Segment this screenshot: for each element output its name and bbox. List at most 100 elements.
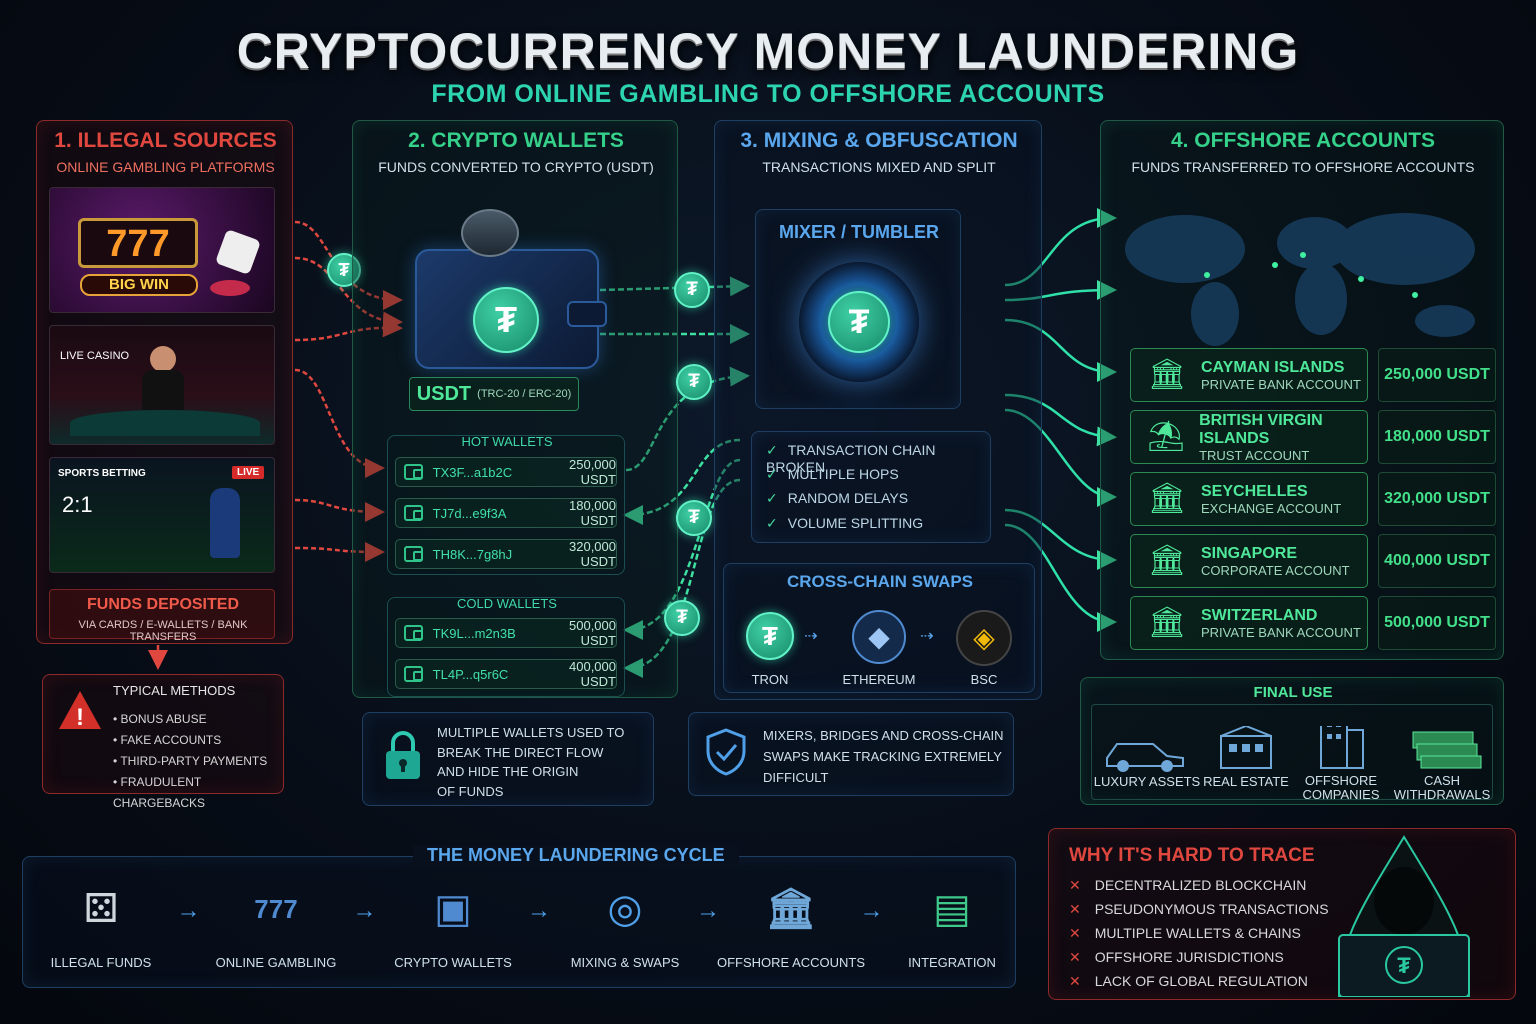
mixer-title: MIXER / TUMBLER [779, 222, 939, 242]
tron-icon: ₮ [746, 612, 794, 660]
methods-title: TYPICAL METHODS [113, 683, 236, 698]
slot-machine-image: 777 BIG WIN [49, 187, 275, 313]
method-item: • FAKE ACCOUNTS [113, 733, 222, 747]
dealer-body [142, 370, 184, 410]
chain-label: BSC [970, 672, 998, 687]
final-use-inner [1091, 704, 1493, 800]
bank-icon: 🏛 [1147, 482, 1187, 515]
account-amount: 500,000 USDT [1378, 596, 1496, 650]
note-line: SWAPS MAKE TRACKING EXTREMELY [763, 749, 1002, 764]
cold-wallets-title: COLD WALLETS [457, 596, 557, 611]
trace-item: ✕MULTIPLE WALLETS & CHAINS [1069, 925, 1301, 941]
account-amount: 250,000 USDT [1378, 348, 1496, 402]
vortex-icon: ◎ [607, 887, 643, 931]
arrow-right-icon: → [696, 897, 720, 924]
crypto-wallets-panel: 2. CRYPTO WALLETS FUNDS CONVERTED TO CRY… [352, 120, 678, 698]
ethereum-icon: ◆ [852, 610, 906, 664]
bsc-icon: ◈ [956, 610, 1012, 666]
account-jurisdiction: BRITISH VIRGIN ISLANDS [1199, 411, 1323, 447]
mixing-subheading: TRANSACTIONS MIXED AND SPLIT [762, 159, 996, 175]
car-icon [1106, 743, 1184, 772]
palm-icon: ⛱ [1147, 420, 1186, 453]
wallet-small-icon [404, 546, 423, 562]
account-amount: 320,000 USDT [1378, 472, 1496, 526]
offshore-heading: 4. OFFSHORE ACCOUNTS [1170, 129, 1436, 152]
shield-icon [706, 728, 746, 776]
final-use-label: LUXURY ASSETS [1093, 774, 1201, 789]
wallet-row[interactable]: TK9L...m2n3B 500,000 USDT [395, 618, 617, 648]
svg-text:!: ! [76, 704, 84, 731]
match-score: 2:1 [62, 492, 93, 517]
illegal-sources-panel: 1. ILLEGAL SOURCES ONLINE GAMBLING PLATF… [36, 120, 293, 644]
wallet-amount: 250,000 USDT [569, 457, 616, 487]
tether-icon: ₮ [828, 291, 890, 353]
account-jurisdiction: SEYCHELLES [1201, 482, 1308, 500]
office-tower-icon [1320, 726, 1364, 769]
live-casino-image: LIVE CASINO [49, 325, 275, 445]
page-subtitle: FROM ONLINE GAMBLING TO OFFSHORE ACCOUNT… [431, 80, 1105, 108]
world-map-icon [1125, 213, 1475, 346]
funds-deposited-box: FUNDS DEPOSITED VIA CARDS / E-WALLETS / … [49, 589, 275, 643]
wallet-row[interactable]: TJ7d...e9f3A 180,000 USDT [395, 498, 617, 528]
account-type: PRIVATE BANK ACCOUNT [1201, 376, 1361, 392]
usdt-label: USDT [416, 382, 472, 405]
page-title: CRYPTOCURRENCY MONEY LAUNDERING [236, 23, 1300, 79]
offshore-subheading: FUNDS TRANSFERRED TO OFFSHORE ACCOUNTS [1131, 159, 1475, 175]
sources-heading: 1. ILLEGAL SOURCES [54, 129, 277, 152]
cross-chain-box: CROSS-CHAIN SWAPS ₮ ⇢ ◆ ⇢ ◈ TRON ETHEREU… [723, 563, 1035, 693]
tether-icon: ₮ [676, 364, 712, 400]
check-item: ✓TRANSACTION CHAIN BROKEN [766, 442, 936, 475]
trace-item: ✕OFFSHORE JURISDICTIONS [1069, 949, 1284, 965]
trace-title: WHY IT'S HARD TO TRACE [1069, 845, 1315, 866]
check-item: ✓VOLUME SPLITTING [766, 515, 924, 531]
slot-machine-icon: 777 [254, 894, 298, 924]
cash-stack-icon: ▤ [933, 887, 971, 931]
cycle-step-label: ONLINE GAMBLING [215, 955, 337, 970]
tether-icon: ₮ [473, 287, 539, 353]
account-type: CORPORATE ACCOUNT [1201, 562, 1350, 578]
coin-stack-icon [461, 209, 519, 257]
usdt-networks: (TRC-20 / ERC-20) [477, 388, 572, 400]
note-line: DIFFICULT [763, 770, 829, 785]
deposit-title: FUNDS DEPOSITED [86, 596, 239, 613]
wallet-row[interactable]: TL4P...q5r6C 400,000 USDT [395, 659, 617, 689]
hot-wallets-title: HOT WALLETS [461, 434, 553, 449]
arrow-right-icon: → [859, 897, 884, 924]
chips-icon [210, 280, 250, 296]
mixer-box: MIXER / TUMBLER ₮ [755, 209, 961, 409]
sports-betting-image: SPORTS BETTING LIVE 2:1 [49, 457, 275, 573]
tether-icon: ₮ [664, 600, 700, 636]
cycle-title: THE MONEY LAUNDERING CYCLE [413, 845, 739, 866]
bank-icon: 🏛 [1147, 544, 1187, 577]
wallet-address: TX3F...a1b2C [432, 464, 513, 480]
wallet-row[interactable]: TH8K...7g8hJ 320,000 USDT [395, 539, 617, 569]
bank-icon: 🏛 [1147, 606, 1187, 639]
method-item: • BONUS ABUSE [113, 712, 207, 726]
mixing-heading: 3. MIXING & OBFUSCATION [740, 129, 1018, 152]
mixing-note: MIXERS, BRIDGES AND CROSS-CHAIN SWAPS MA… [763, 725, 1004, 788]
final-use-panel: FINAL USE LUXURY ASSETS REAL ESTATE OFFS… [1080, 677, 1504, 805]
dice-icon [214, 228, 262, 276]
wallet-icon: ▣ [434, 887, 472, 931]
sports-betting-label: SPORTS BETTING [58, 468, 146, 479]
cycle-step-label: ILLEGAL FUNDS [50, 955, 152, 970]
tether-icon: ₮ [674, 272, 710, 308]
wallet-small-icon [404, 505, 423, 521]
chain-label: TRON [751, 672, 789, 687]
wallet-small-icon [404, 625, 423, 641]
hacker-icon: ₮ [1337, 835, 1471, 997]
wallet-row[interactable]: TX3F...a1b2C 250,000 USDT [395, 457, 617, 487]
cycle-step-label: MIXING & SWAPS [570, 955, 680, 970]
arrow-right-icon: → [527, 897, 551, 924]
arrow-right-icon: → [352, 897, 377, 924]
mixing-note-box: MIXERS, BRIDGES AND CROSS-CHAIN SWAPS MA… [688, 712, 1014, 796]
wallets-subheading: FUNDS CONVERTED TO CRYPTO (USDT) [378, 159, 654, 175]
trace-item: ✕LACK OF GLOBAL REGULATION [1069, 973, 1308, 989]
bank-icon: 🏛 [1147, 358, 1187, 391]
sources-subheading: ONLINE GAMBLING PLATFORMS [56, 159, 275, 175]
